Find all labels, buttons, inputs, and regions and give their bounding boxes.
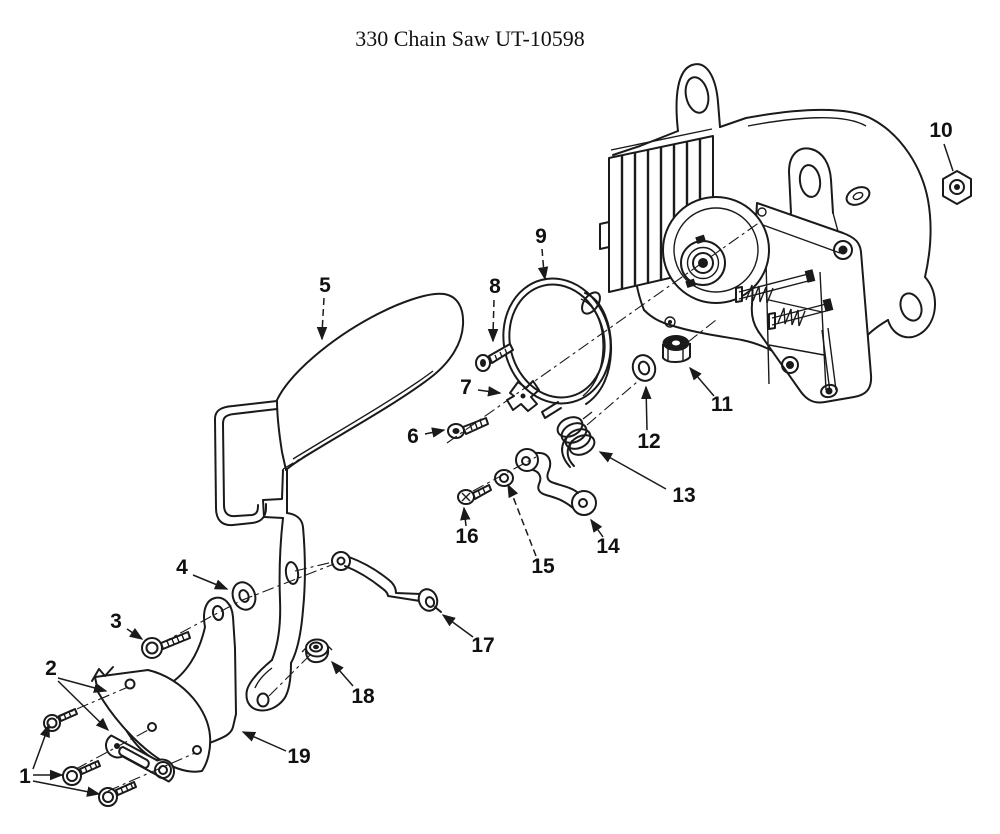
callout-6: 6 (407, 425, 419, 448)
screw-8 (475, 343, 514, 372)
callout-15: 15 (531, 555, 555, 578)
washer-12 (631, 354, 657, 382)
callout-5: 5 (319, 274, 331, 297)
callout-8: 8 (489, 275, 501, 298)
screw-1b (62, 760, 101, 786)
callout-17: 17 (471, 634, 495, 657)
mounting-plate (750, 202, 873, 404)
callout-4: 4 (176, 556, 188, 579)
callout-7: 7 (460, 376, 472, 399)
callout-3: 3 (110, 610, 122, 633)
tensioner-studs (735, 269, 837, 393)
hand-guard (214, 292, 465, 712)
callout-14: 14 (596, 535, 620, 558)
callout-13: 13 (672, 484, 696, 507)
screw-1a (43, 708, 78, 732)
nut-18 (301, 638, 333, 664)
callout-19: 19 (287, 745, 311, 768)
screw-16 (457, 484, 492, 505)
clutch-drum (662, 196, 770, 304)
callout-1: 1 (19, 765, 31, 788)
callout-2: 2 (45, 657, 57, 680)
callout-16: 16 (455, 525, 479, 548)
screw-1c (98, 781, 137, 807)
lever-14 (515, 448, 597, 516)
rod-17 (331, 551, 442, 613)
callout-10: 10 (929, 119, 953, 142)
spring-13 (556, 411, 596, 468)
nut-11 (662, 335, 691, 363)
leader-lines (32, 143, 954, 797)
callout-18: 18 (351, 685, 375, 708)
screw-6 (447, 417, 489, 439)
nut-10 (942, 170, 972, 205)
brake-band (502, 277, 613, 419)
axis-lines (55, 221, 761, 792)
callout-9: 9 (535, 225, 547, 248)
engine-assembly (599, 63, 972, 404)
washer-15 (494, 469, 514, 487)
screw-3 (141, 631, 191, 659)
front-bracket (91, 666, 212, 773)
callout-12: 12 (637, 430, 661, 453)
washer-4 (231, 581, 257, 611)
page-title: 330 Chain Saw UT-10598 (355, 26, 585, 51)
callout-11: 11 (710, 393, 734, 416)
